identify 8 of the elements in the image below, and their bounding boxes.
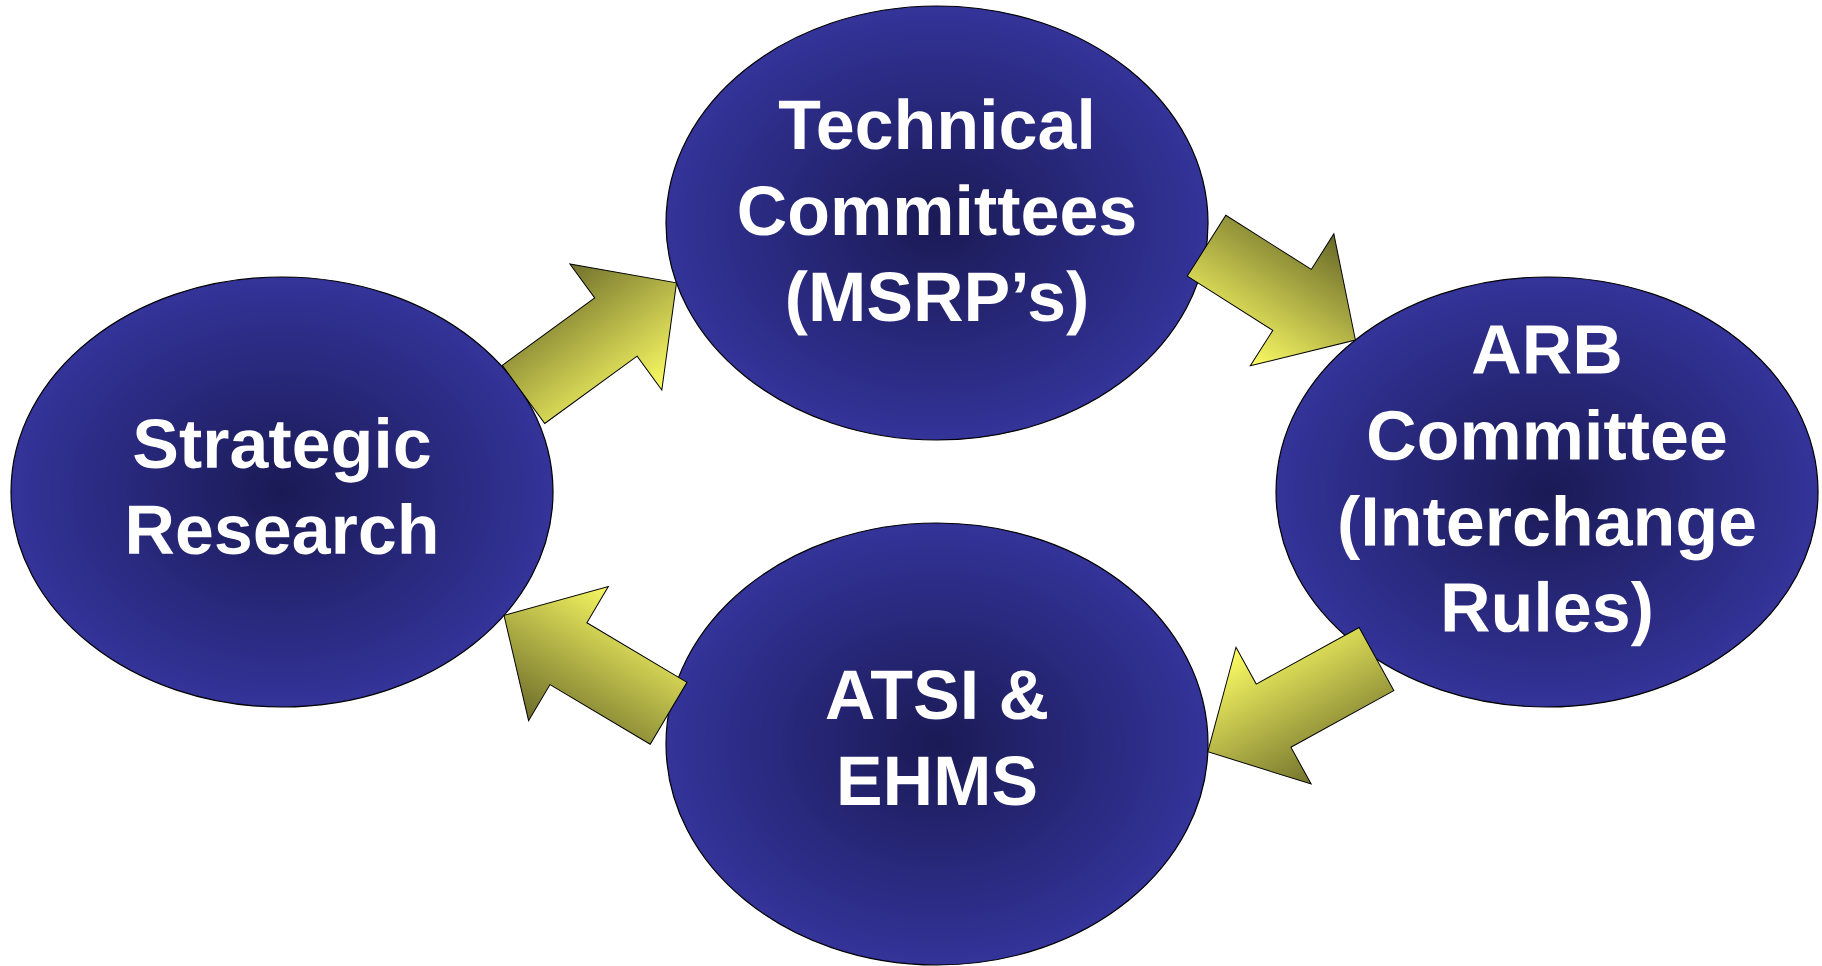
- block-arrow: [501, 263, 677, 424]
- ellipse-node: Technical Committees (MSRP’s): [665, 5, 1209, 441]
- block-arrow: [503, 586, 688, 745]
- ellipse-node: ARB Committee (Interchange Rules): [1275, 276, 1819, 708]
- block-arrow: [1186, 214, 1356, 367]
- ellipse-node: ATSI & EHMS: [665, 522, 1209, 966]
- ellipse-node: Strategic Research: [10, 276, 554, 708]
- block-arrow: [1207, 627, 1395, 785]
